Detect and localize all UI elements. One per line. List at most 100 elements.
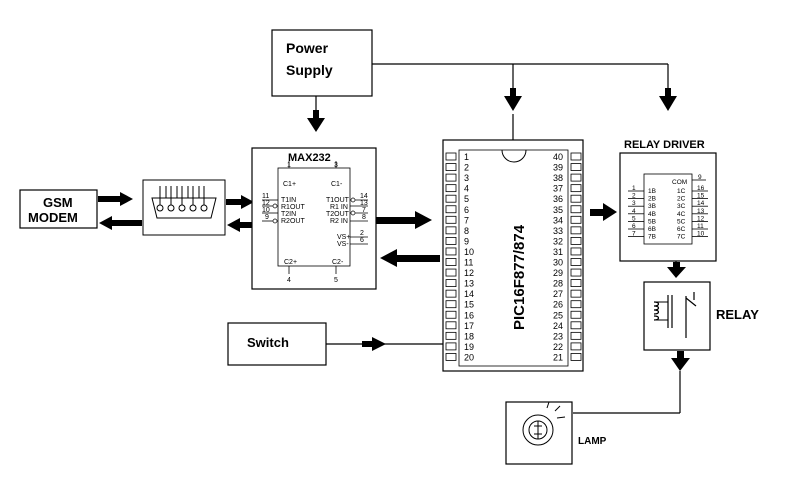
max232-left-pin: 9 xyxy=(265,214,269,221)
mcu-pin-pad xyxy=(445,205,457,214)
mcu-relay-driver-arrow xyxy=(590,203,617,221)
max232-right-label: R2 IN xyxy=(330,218,348,225)
relay-driver-com-pin: 9 xyxy=(698,174,702,181)
mcu-pin-number: 40 xyxy=(553,152,563,162)
mcu-pin-pad xyxy=(445,268,457,277)
mcu-pin-pad xyxy=(445,300,457,309)
db9-connector xyxy=(142,179,226,236)
max232-bottom-pin: 4 xyxy=(287,277,291,284)
max232-left-label: T2IN xyxy=(281,211,296,218)
mcu-pin-pad xyxy=(570,331,582,340)
max232-right-pin: 8 xyxy=(362,214,366,221)
mcu-pin-number: 36 xyxy=(553,194,563,204)
mcu-pin-pad xyxy=(570,247,582,256)
max232-left-pin: 12 xyxy=(262,200,270,207)
relay-driver-right-pin: 16 xyxy=(697,185,705,192)
max232-right-pin: 13 xyxy=(360,200,368,207)
max232-mcu-arrows xyxy=(376,211,440,267)
mcu-pin-pad xyxy=(570,300,582,309)
mcu-pin-number: 34 xyxy=(553,215,563,225)
mcu-left-pin-pads xyxy=(445,152,457,361)
power-supply-label-line1: Power xyxy=(286,40,329,56)
mcu-pin-number: 35 xyxy=(553,205,563,215)
max232-left-pin: 11 xyxy=(262,193,269,200)
mcu-pin-number: 21 xyxy=(553,352,563,362)
mcu-pin-number: 7 xyxy=(464,215,469,225)
mcu-pin-number: 1 xyxy=(464,152,469,162)
pic-microcontroller: PIC16F877/874 12345678910111213141516171… xyxy=(442,139,584,372)
mcu-label: PIC16F877/874 xyxy=(511,224,528,330)
power-arrows xyxy=(307,88,677,132)
mcu-pin-number: 16 xyxy=(464,310,474,320)
power-wiring xyxy=(315,63,669,140)
max232-chip: MAX232 1 3 C1+ C1- 11 12 10 9 T1IN R1OUT… xyxy=(251,147,377,290)
mcu-pin-pad xyxy=(445,279,457,288)
mcu-pin-pad xyxy=(445,236,457,245)
max232-title: MAX232 xyxy=(288,152,331,164)
max232-vs-pin: 2 xyxy=(360,230,364,237)
mcu-pin-number: 31 xyxy=(553,247,563,257)
relay-driver-left-pin: 7 xyxy=(632,231,636,238)
max232-right-pin: 7 xyxy=(362,207,366,214)
relay-driver-left-label: 5B xyxy=(648,218,656,225)
max232-bottom-pin: 5 xyxy=(334,277,338,284)
relay-driver-com-label: COM xyxy=(672,179,687,186)
relay-driver-right-label: 4C xyxy=(677,211,686,218)
mcu-pin-pad xyxy=(445,247,457,256)
gsm-modem-block: GSM MODEM xyxy=(19,189,98,229)
max232-top-pin: 3 xyxy=(334,162,338,169)
relay-driver-right-pin: 10 xyxy=(697,231,705,238)
mcu-pin-number: 24 xyxy=(553,321,563,331)
relay-driver-right-pin: 14 xyxy=(697,200,705,207)
mcu-pin-pad xyxy=(570,215,582,224)
mcu-pin-pad xyxy=(570,205,582,214)
mcu-pin-pad xyxy=(570,226,582,235)
mcu-pin-number: 9 xyxy=(464,236,469,246)
relay-driver-title: RELAY DRIVER xyxy=(624,139,705,151)
relay-driver-right-label: 2C xyxy=(677,196,686,203)
mcu-pin-pad xyxy=(570,321,582,330)
mcu-pin-pad xyxy=(570,184,582,193)
mcu-pin-number: 11 xyxy=(464,258,473,268)
mcu-pin-pad xyxy=(445,194,457,203)
relay-driver-left-label: 4B xyxy=(648,211,656,218)
max232-left-label: T1IN xyxy=(281,197,296,204)
power-supply-label-line2: Supply xyxy=(286,62,333,78)
max232-left-label: R1OUT xyxy=(281,204,305,211)
mcu-pin-number: 30 xyxy=(553,258,563,268)
mcu-pin-number: 5 xyxy=(464,194,469,204)
relay-driver-right-label: 6C xyxy=(677,226,686,233)
max232-top-pin: 1 xyxy=(287,162,291,169)
mcu-pin-pad xyxy=(445,310,457,319)
relay-driver-right-pin: 12 xyxy=(697,215,705,222)
power-supply-block: Power Supply xyxy=(271,29,373,97)
mcu-pin-pad xyxy=(570,353,582,361)
relay-driver-left-pin: 5 xyxy=(632,215,636,222)
mcu-pin-pad xyxy=(570,152,582,161)
mcu-pin-number: 27 xyxy=(553,289,563,299)
mcu-pin-number: 29 xyxy=(553,268,563,278)
mcu-pin-pad xyxy=(445,331,457,340)
switch-block: Switch xyxy=(227,322,327,366)
relay-driver-left-pin: 2 xyxy=(632,193,636,200)
relay-driver-left-label: 2B xyxy=(648,196,656,203)
mcu-pin-number: 3 xyxy=(464,173,469,183)
relay-driver-left-pin: 1 xyxy=(632,185,636,192)
mcu-pin-number: 13 xyxy=(464,279,474,289)
mcu-pin-pad xyxy=(445,258,457,266)
mcu-pin-pad xyxy=(570,163,582,171)
max232-vs-label: VS- xyxy=(337,241,349,248)
mcu-pin-pad xyxy=(570,310,582,319)
mcu-pin-number: 28 xyxy=(553,279,563,289)
mcu-pin-number: 2 xyxy=(464,163,469,173)
db9-pins xyxy=(156,186,208,212)
mcu-pin-number: 8 xyxy=(464,226,469,236)
mcu-pin-pad xyxy=(445,184,457,193)
mcu-pin-pad xyxy=(570,173,582,182)
gsm-db9-arrows xyxy=(98,192,142,230)
